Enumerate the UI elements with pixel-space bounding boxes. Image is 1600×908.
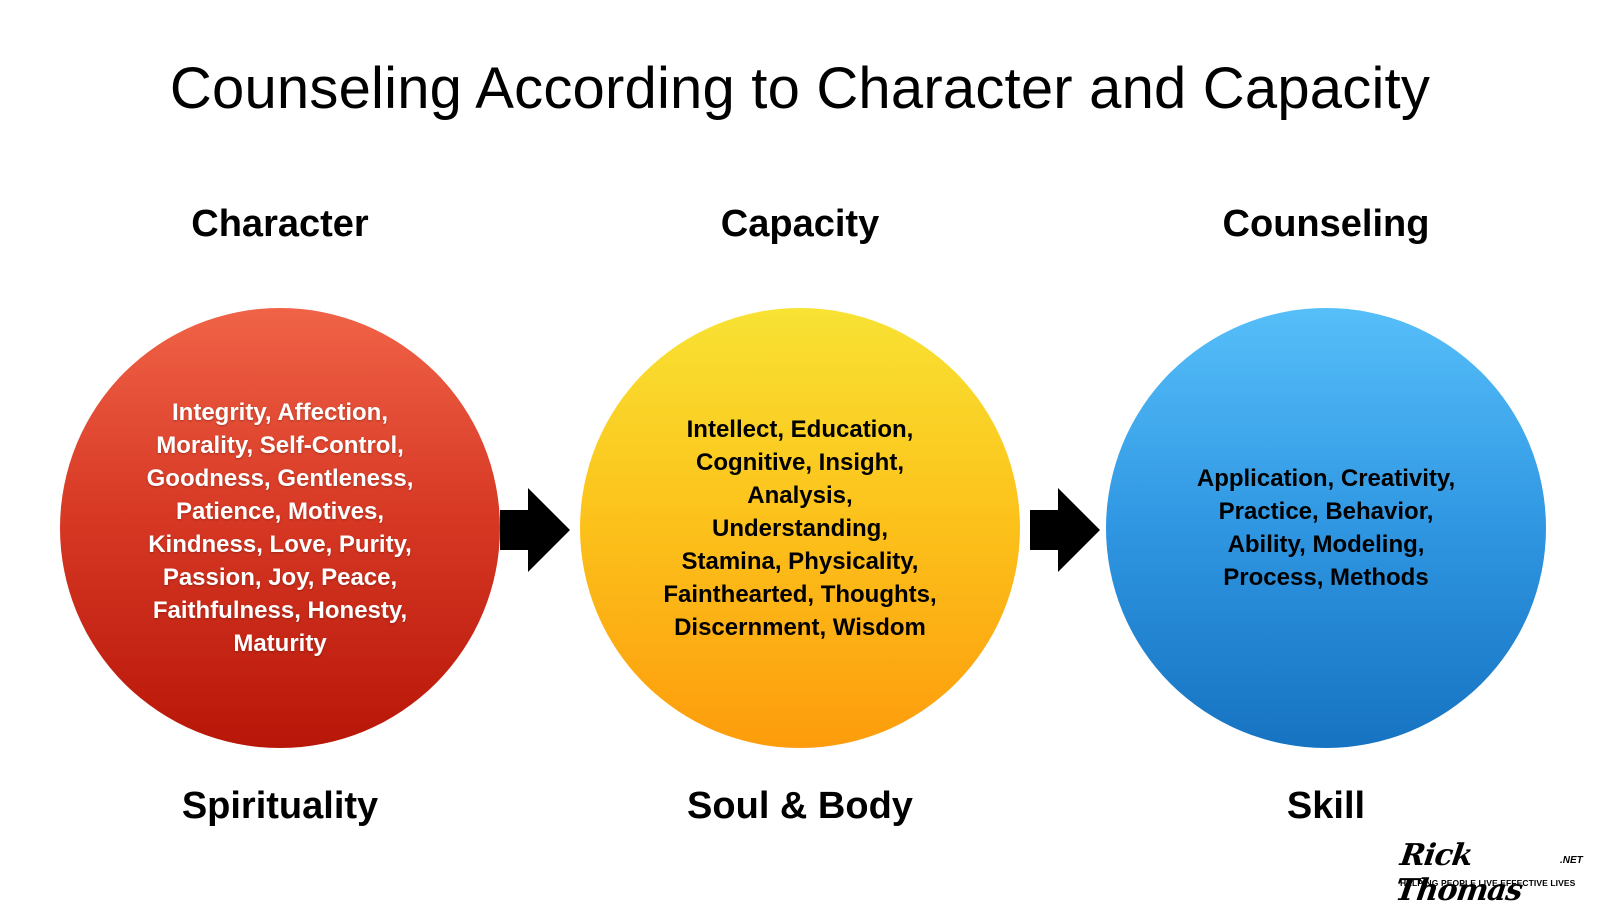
- circle-counseling-text: Application, Creativity, Practice, Behav…: [1196, 465, 1456, 591]
- circle-character-text: Integrity, Affection, Morality, Self-Con…: [146, 399, 414, 657]
- heading-counseling: Counseling: [1222, 203, 1430, 245]
- brand-logo: Rick Thomas .NET HELPING PEOPLE LIVE EFF…: [1393, 838, 1583, 908]
- logo-name: Rick Thomas: [1393, 838, 1525, 908]
- logo-suffix: .NET: [1560, 855, 1583, 866]
- footer-soul-body: Soul & Body: [687, 785, 913, 827]
- heading-character: Character: [191, 203, 369, 245]
- page-title: Counseling According to Character and Ca…: [169, 56, 1431, 121]
- circle-capacity-text: Intellect, Education, Cognitive, Insight…: [663, 415, 937, 641]
- circle-capacity: Intellect, Education, Cognitive, Insight…: [580, 308, 1020, 748]
- footer-spirituality: Spirituality: [181, 785, 379, 827]
- circle-counseling: Application, Creativity, Practice, Behav…: [1106, 308, 1546, 748]
- heading-capacity: Capacity: [720, 203, 880, 245]
- footer-skill: Skill: [1286, 785, 1366, 827]
- arrow-right-icon: [1030, 488, 1100, 572]
- logo-tagline: HELPING PEOPLE LIVE EFFECTIVE LIVES: [1400, 878, 1576, 888]
- circle-character: Integrity, Affection, Morality, Self-Con…: [60, 308, 500, 748]
- arrow-right-icon: [500, 488, 570, 572]
